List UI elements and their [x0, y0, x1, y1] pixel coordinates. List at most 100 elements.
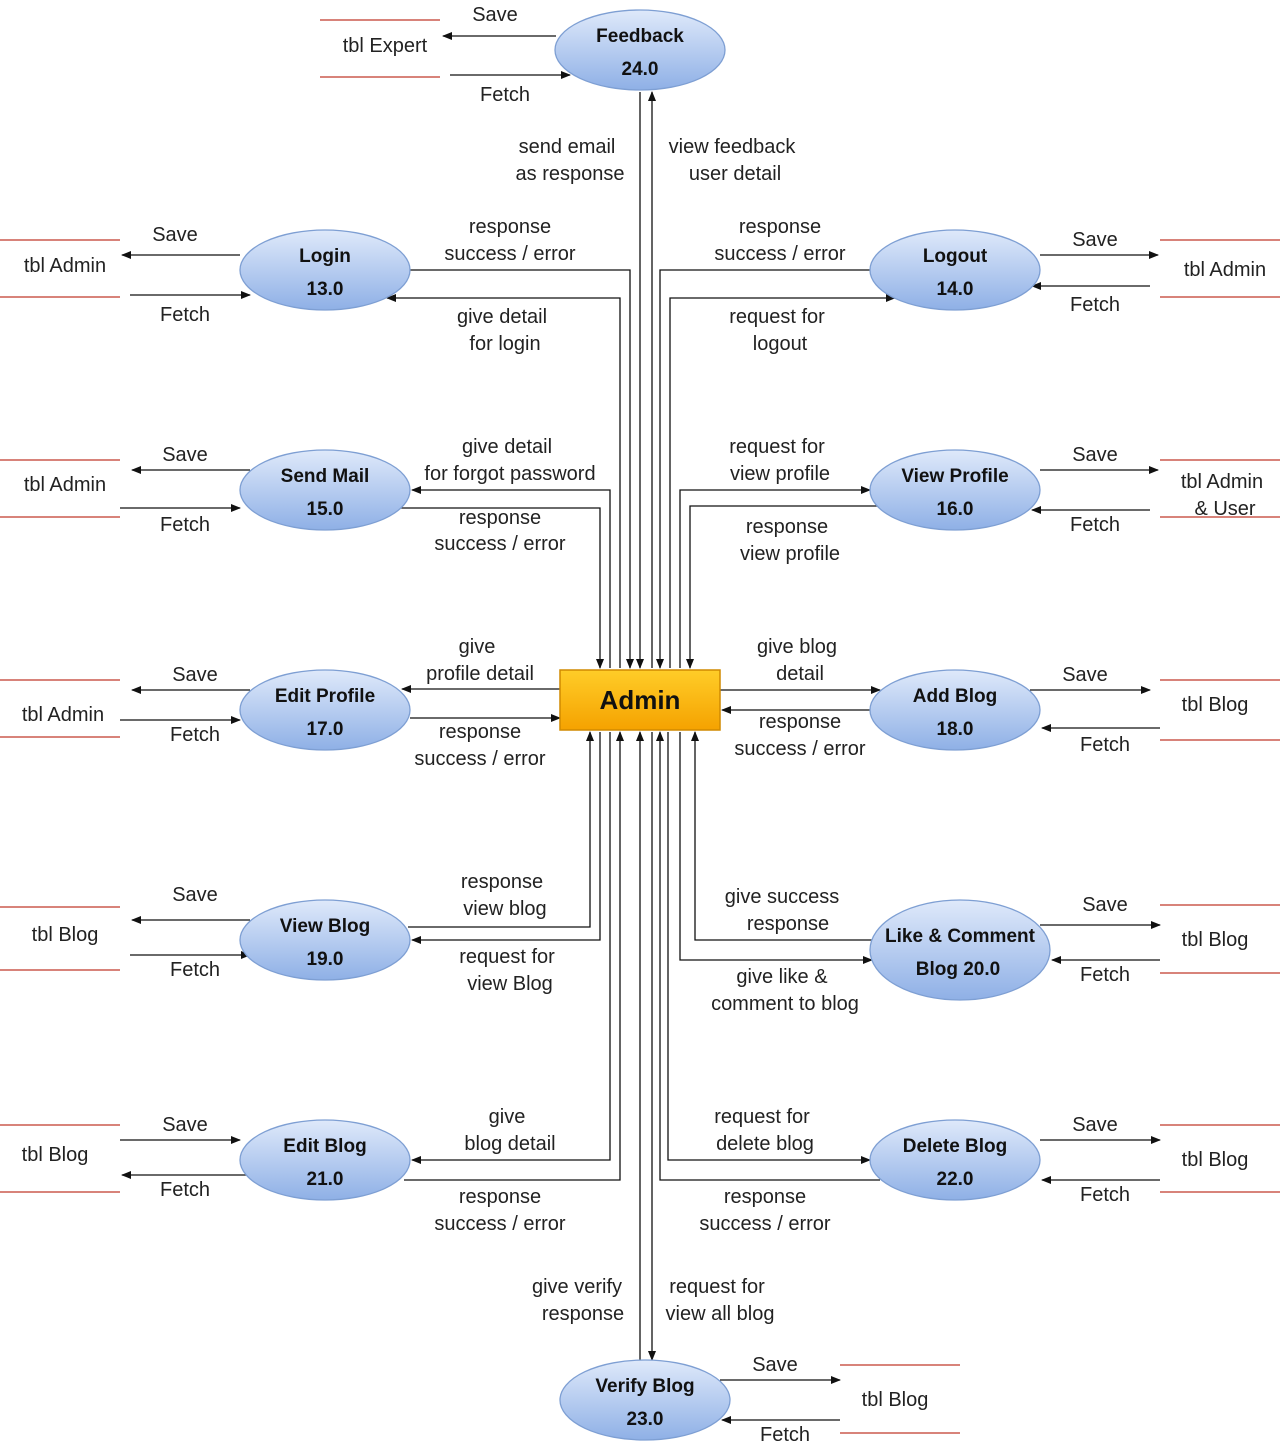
label-editblog-resp-2: success / error — [434, 1213, 565, 1235]
label-editblog-give-2: blog detail — [464, 1133, 555, 1155]
process-logout-number: 14.0 — [937, 279, 974, 300]
label-addblog-give-1: give blog — [757, 636, 837, 658]
label-logout-resp-1: response — [739, 216, 821, 238]
label-sendmail-give-1: give detail — [462, 436, 552, 458]
admin-box — [559, 669, 721, 731]
store-flows — [120, 32, 1161, 1424]
process-edit-blog-shape — [239, 1119, 411, 1201]
editblog-fetch-label: Fetch — [160, 1179, 210, 1201]
label-logout-resp-2: success / error — [714, 243, 845, 265]
process-view-profile-shape — [869, 449, 1041, 531]
label-like-resp-2: response — [747, 913, 829, 935]
label-verify-resp-1: give verify — [532, 1276, 622, 1298]
admin-label: Admin — [600, 685, 681, 715]
data-store-borders — [0, 19, 1280, 1434]
logout-save-label: Save — [1072, 229, 1118, 251]
flow-viewprofile-response — [686, 505, 880, 669]
process-login-shape — [239, 229, 411, 311]
process-like-comment-number: Blog 20.0 — [916, 959, 1000, 980]
store-login: tbl Admin — [24, 255, 106, 277]
process-login-number: 13.0 — [307, 279, 344, 300]
store-edit-profile: tbl Admin — [22, 704, 104, 726]
label-deleteblog-resp-1: response — [724, 1186, 806, 1208]
feedback-fetch-label: Fetch — [480, 84, 530, 106]
data-store-labels: tbl Expert tbl Admin tbl Admin tbl Admin… — [22, 35, 1266, 1411]
process-edit-blog-number: 21.0 — [307, 1169, 344, 1190]
label-verify-resp-2: response — [542, 1303, 624, 1325]
store-view-profile-line2: & User — [1194, 498, 1255, 520]
label-login-resp-1: response — [469, 216, 551, 238]
process-add-blog: Add Blog 18.0 — [869, 669, 1041, 751]
process-edit-profile-shape — [239, 669, 411, 751]
label-editprofile-give-2: profile detail — [426, 663, 534, 685]
flow-logout-response — [656, 269, 870, 669]
store-delete-blog: tbl Blog — [1182, 1149, 1249, 1171]
process-edit-profile-name: Edit Profile — [275, 686, 375, 707]
store-view-blog: tbl Blog — [32, 924, 99, 946]
viewblog-fetch-label: Fetch — [170, 959, 220, 981]
process-feedback: Feedback 24.0 — [554, 9, 726, 91]
store-add-blog: tbl Blog — [1182, 694, 1249, 716]
label-sendmail-resp-2: success / error — [434, 533, 565, 555]
store-logout: tbl Admin — [1184, 259, 1266, 281]
viewblog-save-label: Save — [172, 884, 218, 906]
login-fetch-label: Fetch — [160, 304, 210, 326]
process-delete-blog-name: Delete Blog — [903, 1136, 1008, 1157]
label-logout-req-2: logout — [753, 333, 808, 355]
admin-entity: Admin — [559, 669, 721, 731]
process-view-blog-number: 19.0 — [307, 949, 344, 970]
label-deleteblog-req-1: request for — [714, 1106, 810, 1128]
process-verify-blog: Verify Blog 23.0 — [559, 1359, 731, 1441]
store-edit-blog: tbl Blog — [22, 1144, 89, 1166]
label-editblog-give-1: give — [489, 1106, 526, 1128]
process-feedback-shape — [554, 9, 726, 91]
like-fetch-label: Fetch — [1080, 964, 1130, 986]
process-like-comment-shape — [869, 899, 1051, 1001]
label-editblog-resp-1: response — [459, 1186, 541, 1208]
process-view-blog-shape — [239, 899, 411, 981]
label-editprofile-resp-2: success / error — [414, 748, 545, 770]
label-viewprofile-resp-1: response — [746, 516, 828, 538]
label-addblog-give-2: detail — [776, 663, 824, 685]
label-verify-req-1: request for — [669, 1276, 765, 1298]
label-send-email-1: send email — [519, 136, 616, 158]
label-editprofile-give-1: give — [459, 636, 496, 658]
label-editprofile-resp-1: response — [439, 721, 521, 743]
flow-viewprofile-request — [679, 486, 871, 668]
process-send-mail-shape — [239, 449, 411, 531]
flow-sendmail-give — [411, 486, 611, 668]
label-like-give-1: give like & — [736, 966, 828, 988]
process-logout-name: Logout — [923, 246, 988, 267]
viewprofile-fetch-label: Fetch — [1070, 514, 1120, 536]
label-viewblog-req-2: view Blog — [467, 973, 553, 995]
flow-like-give — [679, 732, 873, 964]
label-viewblog-resp-2: view blog — [463, 898, 546, 920]
label-verify-req-2: view all blog — [666, 1303, 775, 1325]
process-verify-blog-name: Verify Blog — [595, 1376, 694, 1397]
store-feedback: tbl Expert — [343, 35, 428, 57]
process-logout: Logout 14.0 — [869, 229, 1041, 311]
deleteblog-save-label: Save — [1072, 1114, 1118, 1136]
editprofile-save-label: Save — [172, 664, 218, 686]
label-sendmail-give-2: for forgot password — [424, 463, 595, 485]
process-edit-profile-number: 17.0 — [307, 719, 344, 740]
process-send-mail: Send Mail 15.0 — [239, 449, 411, 531]
verify-fetch-label: Fetch — [760, 1424, 810, 1446]
flow-editblog-give — [411, 732, 611, 1164]
process-feedback-name: Feedback — [596, 26, 684, 47]
process-view-blog-name: View Blog — [280, 916, 370, 937]
process-like-comment-name: Like & Comment — [885, 926, 1036, 947]
label-addblog-resp-2: success / error — [734, 738, 865, 760]
label-viewprofile-req-2: view profile — [730, 463, 830, 485]
label-deleteblog-req-2: delete blog — [716, 1133, 814, 1155]
process-edit-blog: Edit Blog 21.0 — [239, 1119, 411, 1201]
process-add-blog-shape — [869, 669, 1041, 751]
logout-fetch-label: Fetch — [1070, 294, 1120, 316]
process-view-profile: View Profile 16.0 — [869, 449, 1041, 531]
label-addblog-resp-1: response — [759, 711, 841, 733]
label-viewblog-resp-1: response — [461, 871, 543, 893]
feedback-save-label: Save — [472, 4, 518, 26]
label-sendmail-resp-1: response — [459, 507, 541, 529]
process-view-profile-name: View Profile — [901, 466, 1008, 487]
